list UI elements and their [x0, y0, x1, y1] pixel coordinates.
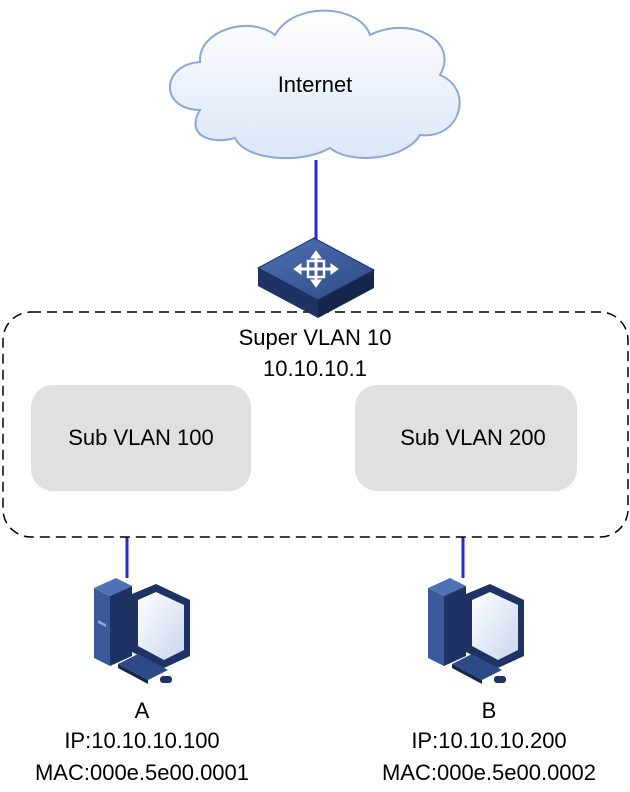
- internet-cloud-icon: [169, 9, 461, 160]
- host-a-mac: MAC:000e.5e00.0001: [35, 760, 249, 785]
- computer-b-icon: [428, 578, 524, 684]
- host-a-name: A: [135, 698, 150, 723]
- switch-icon: [256, 237, 376, 318]
- super-vlan-boundary: [2, 311, 629, 538]
- host-b-ip: IP:10.10.10.200: [411, 728, 566, 753]
- host-b-name: B: [482, 698, 497, 723]
- sub-vlan-100-label: Sub VLAN 100: [68, 425, 214, 450]
- sub-vlan-200-box: [355, 385, 577, 491]
- host-a-ip: IP:10.10.10.100: [64, 728, 219, 753]
- host-b-mac: MAC:000e.5e00.0002: [382, 760, 596, 785]
- sub-vlan-200-label: Sub VLAN 200: [400, 425, 546, 450]
- super-vlan-name: Super VLAN 10: [239, 325, 392, 350]
- computer-a-icon: [94, 578, 190, 684]
- sub-vlan-100-box: [31, 385, 251, 491]
- internet-label: Internet: [278, 72, 353, 97]
- super-vlan-ip: 10.10.10.1: [263, 356, 367, 381]
